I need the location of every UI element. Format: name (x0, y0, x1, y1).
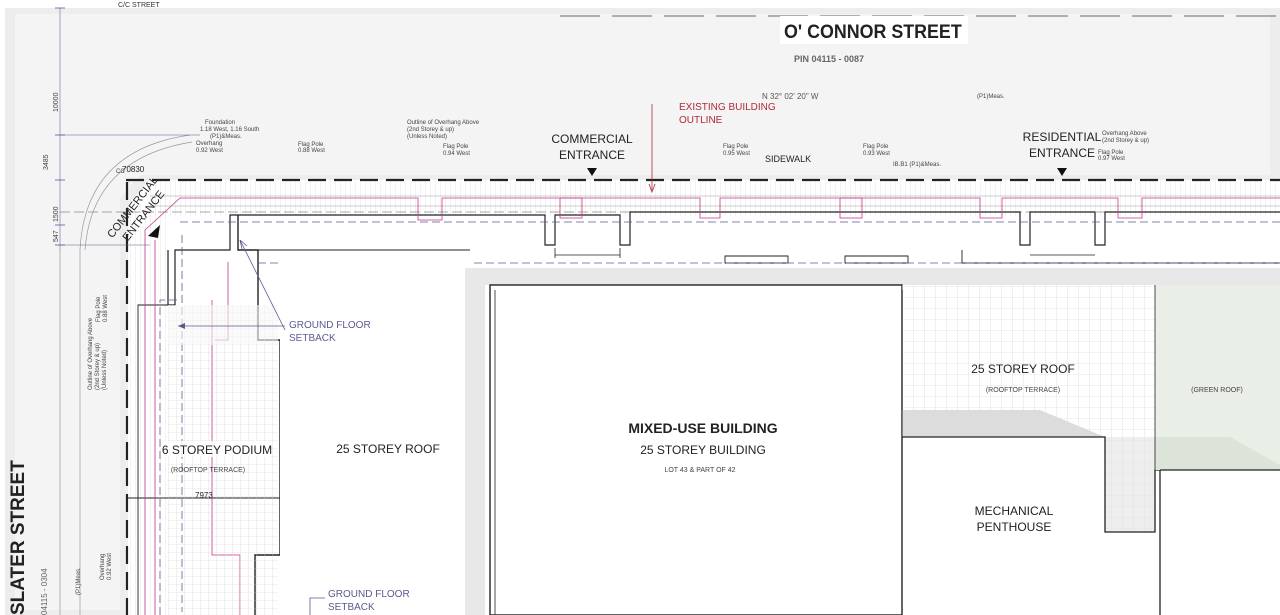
svg-text:Flag Pole: Flag Pole (723, 144, 749, 150)
svg-text:0.95 West: 0.95 West (723, 151, 750, 157)
residential-entrance-marker (1057, 168, 1067, 176)
svg-text:Foundation: Foundation (205, 120, 235, 126)
dim-3485: 3485 (43, 154, 50, 170)
commercial-entrance-label-2: ENTRANCE (559, 148, 625, 162)
corner-curve (79, 134, 193, 251)
svg-text:Outline of Overhang Above: Outline of Overhang Above (88, 317, 94, 390)
svg-text:(P1)Meas.: (P1)Meas. (977, 94, 1005, 100)
podium-sub-label: (ROOFTOP TERRACE) (171, 467, 245, 474)
setback-label-a-1: GROUND FLOOR (289, 320, 371, 331)
roof-25-right-label: 25 STOREY ROOF (971, 362, 1075, 376)
survey-notes: Foundation 1.18 West, 1.16 South (P1)&Me… (76, 94, 1149, 595)
svg-text:Flag Pole: Flag Pole (1098, 150, 1124, 156)
existing-building-label-2: OUTLINE (679, 115, 723, 126)
dim-7973: 7973 (195, 491, 213, 500)
annotation-leaders (178, 104, 656, 615)
svg-text:Flag Pole: Flag Pole (298, 142, 324, 148)
entrance-markers (148, 168, 1067, 238)
corner-entrance-marker (148, 225, 160, 238)
svg-text:(2nd Storey & up): (2nd Storey & up) (95, 343, 101, 390)
roof-25-left-label: 25 STOREY ROOF (336, 442, 440, 456)
residential-entrance-label-1: RESIDENTIAL (1023, 130, 1102, 144)
commercial-entrance-label-1: COMMERCIAL (551, 132, 633, 146)
mechanical-label-1: MECHANICAL (975, 504, 1054, 518)
podium-grid (168, 305, 278, 615)
green-roof-label: (GREEN ROOF) (1191, 387, 1243, 394)
svg-text:0.97 West: 0.97 West (1098, 156, 1125, 162)
svg-text:(Unless Noted): (Unless Noted) (407, 134, 447, 140)
podium-cover (168, 305, 278, 345)
dim-1500: 1500 (53, 206, 60, 222)
svg-text:(2nd Storey & up): (2nd Storey & up) (1102, 138, 1149, 144)
commercial-entrance-marker (587, 168, 597, 176)
svg-text:0.93 West: 0.93 West (863, 151, 890, 157)
svg-text:0.94 West: 0.94 West (443, 151, 470, 157)
slater-street-label: SLATER STREET (8, 460, 29, 615)
svg-text:(Unless Noted): (Unless Noted) (102, 350, 108, 390)
svg-text:0.92 West: 0.92 West (196, 148, 223, 154)
podium-label: 6 STOREY PODIUM (162, 443, 272, 457)
existing-building-label-1: EXISTING BUILDING (679, 102, 776, 113)
svg-text:Flag Pole: Flag Pole (863, 144, 889, 150)
cc-street-label: C/C STREET (118, 2, 160, 9)
bearing-label: N 32° 02' 20" W (762, 92, 819, 101)
building-title: MIXED-USE BUILDING (628, 420, 777, 436)
svg-text:(2nd Storey & up): (2nd Storey & up) (407, 127, 454, 133)
svg-text:IB.B1 (P1)&Meas.: IB.B1 (P1)&Meas. (893, 162, 941, 168)
svg-text:1.18 West, 1.16 South: 1.18 West, 1.16 South (200, 127, 259, 133)
svg-text:Outline of Overhang Above: Outline of Overhang Above (407, 120, 480, 126)
dim-10000: 10000 (53, 92, 60, 112)
roof-25-right-sub-label: (ROOFTOP TERRACE) (986, 387, 1060, 394)
dim-547: 547 (53, 230, 60, 242)
pin-top: PIN 04115 - 0087 (794, 54, 864, 64)
green-roof (1154, 285, 1280, 471)
sidewalk-label: SIDEWALK (765, 154, 811, 164)
road-surfaces (5, 8, 1280, 615)
oconnor-street-label: O' CONNOR STREET (784, 20, 962, 42)
svg-text:(P1)Meas.: (P1)Meas. (76, 567, 82, 595)
svg-text:Overhang: Overhang (196, 141, 222, 147)
building-subtitle: 25 STOREY BUILDING (640, 443, 766, 457)
svg-text:Flag Pole: Flag Pole (96, 296, 102, 322)
svg-text:Overhang Above: Overhang Above (1102, 131, 1147, 137)
svg-text:Overhang: Overhang (100, 554, 106, 580)
dimension-lines (55, 7, 200, 246)
setback-label-b-2: SETBACK (328, 602, 375, 613)
svg-text:0.88 West: 0.88 West (103, 295, 109, 322)
svg-text:(P1)&Meas.: (P1)&Meas. (210, 134, 242, 140)
svg-text:0.88 West: 0.88 West (298, 148, 325, 154)
pin-left: 04115 - 0304 (40, 568, 49, 615)
setback-label-b-1: GROUND FLOOR (328, 589, 410, 600)
residential-entrance-label-2: ENTRANCE (1029, 146, 1095, 160)
roof-terrace (901, 285, 1161, 615)
setback-label-a-2: SETBACK (289, 333, 336, 344)
building-lot: LOT 43 & PART OF 42 (664, 467, 735, 474)
svg-text:Flag Pole: Flag Pole (443, 144, 469, 150)
svg-text:CC: CC (116, 169, 125, 175)
svg-text:0.92 West: 0.92 West (107, 553, 113, 580)
mechanical-label-2: PENTHOUSE (977, 520, 1052, 534)
dim-70830: 70830 (122, 165, 145, 174)
